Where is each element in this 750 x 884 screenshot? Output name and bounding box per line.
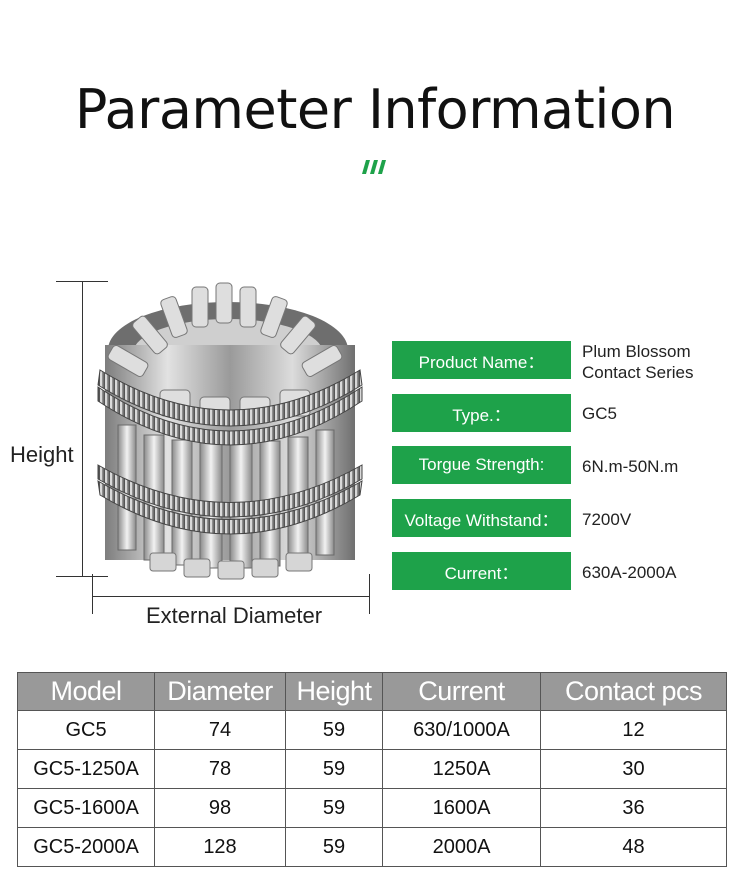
- height-dimension-top-cap: [56, 281, 108, 282]
- param-value-current: 630A-2000A: [582, 563, 677, 582]
- height-label: Height: [10, 442, 74, 467]
- table-header-contact-pcs: Contact pcs: [540, 672, 727, 711]
- external-diameter-label: External Diameter: [146, 603, 323, 628]
- table-cell-contact-pcs: 48: [540, 827, 727, 867]
- param-label-type: Type.：: [392, 394, 571, 432]
- table-cell-model: GC5: [17, 710, 155, 750]
- table-header-model: Model: [17, 672, 155, 711]
- param-value-type: GC5: [582, 404, 617, 423]
- diameter-dimension-line: [92, 596, 370, 597]
- table-cell-model: GC5-1250A: [17, 749, 155, 789]
- table-row: GC5 74 59 630/1000A 12: [17, 710, 727, 750]
- param-label-current: Current：: [392, 552, 571, 590]
- table-cell-diameter: 98: [154, 788, 286, 828]
- green-slash-mark-icon: [362, 160, 386, 174]
- table-cell-contact-pcs: 36: [540, 788, 727, 828]
- table-row: GC5-1600A 98 59 1600A 36: [17, 788, 727, 828]
- height-dimension-line: [82, 282, 83, 576]
- table-cell-contact-pcs: 12: [540, 710, 727, 750]
- table-cell-model: GC5-2000A: [17, 827, 155, 867]
- param-label-voltage-withstand: Voltage Withstand：: [392, 499, 571, 537]
- table-cell-model: GC5-1600A: [17, 788, 155, 828]
- table-header-row: Model Diameter Height Current Contact pc…: [17, 672, 727, 711]
- page-title: Parameter Information: [74, 78, 676, 141]
- table-cell-current: 2000A: [382, 827, 541, 867]
- param-label-torgue-strength: Torgue Strength:: [392, 446, 571, 484]
- table-header-height: Height: [285, 672, 383, 711]
- param-value-voltage-withstand: 7200V: [582, 510, 632, 529]
- height-dimension-bottom-cap: [56, 576, 108, 577]
- param-value-line: Plum Blossom: [582, 342, 691, 361]
- table-cell-current: 1250A: [382, 749, 541, 789]
- table-cell-diameter: 74: [154, 710, 286, 750]
- table-cell-diameter: 78: [154, 749, 286, 789]
- param-value-line: Contact Series: [582, 363, 694, 382]
- table-cell-current: 630/1000A: [382, 710, 541, 750]
- table-cell-height: 59: [285, 827, 383, 867]
- diameter-dimension-left-cap: [92, 574, 93, 614]
- table-row: GC5-1250A 78 59 1250A 30: [17, 749, 727, 789]
- specification-table: Model Diameter Height Current Contact pc…: [17, 672, 727, 867]
- table-header-current: Current: [382, 672, 541, 711]
- plum-blossom-contact-image: [97, 282, 363, 580]
- table-header-diameter: Diameter: [154, 672, 286, 711]
- table-cell-diameter: 128: [154, 827, 286, 867]
- table-cell-height: 59: [285, 749, 383, 789]
- param-label-product-name: Product Name：: [392, 341, 571, 379]
- table-cell-current: 1600A: [382, 788, 541, 828]
- table-cell-height: 59: [285, 788, 383, 828]
- table-cell-contact-pcs: 30: [540, 749, 727, 789]
- param-value-torgue-strength: 6N.m-50N.m: [582, 457, 679, 476]
- table-row: GC5-2000A 128 59 2000A 48: [17, 827, 727, 867]
- param-value-product-name: Plum Blossom Contact Series: [582, 341, 694, 383]
- table-cell-height: 59: [285, 710, 383, 750]
- diameter-dimension-right-cap: [369, 574, 370, 614]
